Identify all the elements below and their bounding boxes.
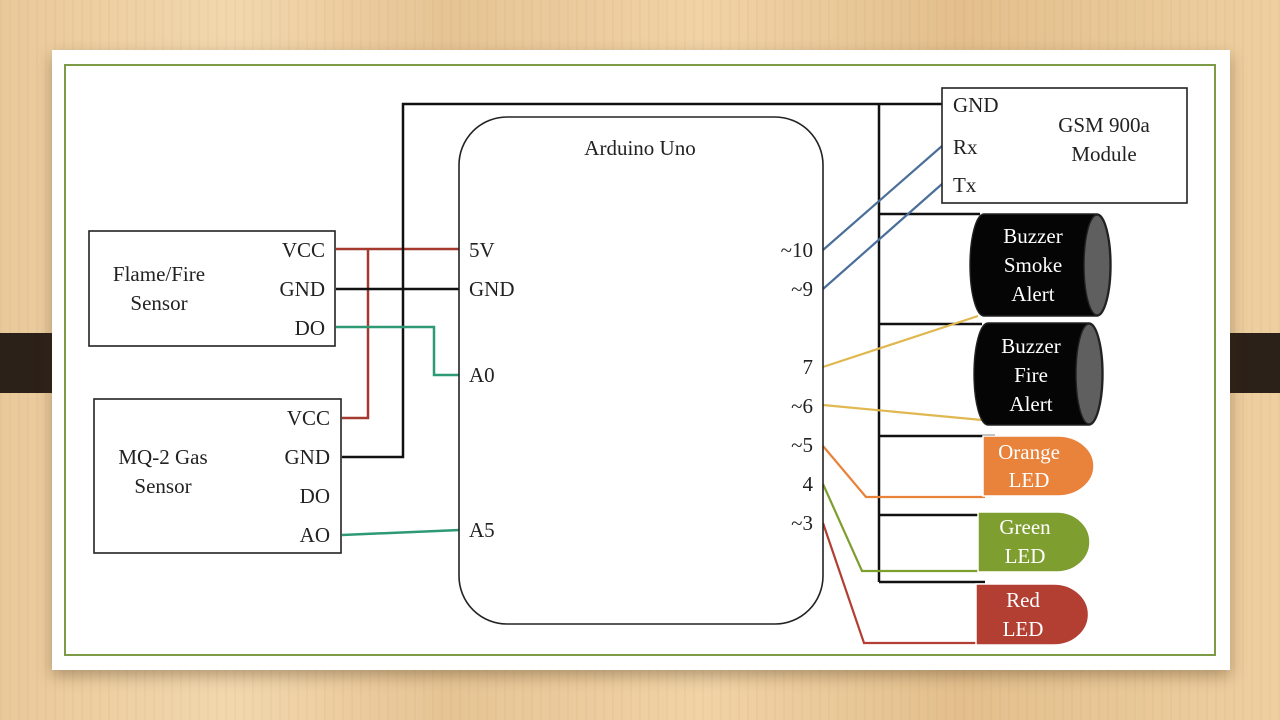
arduino-pin-gnd: GND [469,277,515,301]
wire-pin7-to-buzzer-smoke [822,314,979,369]
red-led: Red LED [975,583,1090,646]
red-led-body [975,583,1090,646]
orange-led-label-1: Orange [998,440,1060,464]
arduino-pin-9: ~9 [791,277,813,301]
buzzer-fire-alert: Buzzer Fire Alert [973,322,1104,426]
wire-flame-do-to-a0 [336,325,460,377]
diagram-frame [64,64,1216,656]
wire-pin9-to-tx [822,183,943,290]
gas-pin-ao: AO [300,523,330,547]
arduino-pin-a5: A5 [469,518,495,542]
buzzer-smoke-alert: Buzzer Smoke Alert [969,213,1112,317]
flame-pin-do: DO [295,316,325,340]
orange-led: Orange LED [982,435,1095,497]
gsm-module: GND Rx Tx GSM 900a Module [941,87,1188,204]
gsm-name-2: Module [1071,142,1136,166]
gas-sensor-box [93,398,342,554]
gsm-name-1: GSM 900a [1058,113,1150,137]
wire-pin5-to-orange-led [822,445,985,499]
wire-pin6-to-buzzer-fire [822,403,983,422]
wire-gas-vcc-to-5v [342,249,370,420]
buzzer-smoke-body [969,213,1112,317]
arduino-pin-3: ~3 [791,511,813,535]
arduino-pin-4: 4 [803,472,814,496]
gas-sensor-name-2: Sensor [134,474,191,498]
buzzer-fire-label-2: Fire [1014,363,1048,387]
red-led-label-1: Red [1006,588,1040,612]
flame-sensor-name-2: Sensor [130,291,187,315]
buzzer-fire-label-1: Buzzer [1001,334,1060,358]
buzzer-wires [822,314,983,422]
buzzer-fire-body [973,322,1104,426]
green-led-label-2: LED [1005,544,1046,568]
orange-led-body [982,435,1095,497]
flame-pin-vcc: VCC [282,238,325,262]
arduino-pin-a0: A0 [469,363,495,387]
gas-pin-do: DO [300,484,330,508]
flame-sensor-name-1: Flame/Fire [113,262,205,286]
green-led-body [977,511,1091,573]
arduino-pin-7: 7 [803,355,814,379]
arduino-title: Arduino Uno [584,136,695,160]
gas-pin-gnd: GND [285,445,331,469]
wire-gas-ao-to-a5 [341,528,461,537]
signal-wires [336,325,461,537]
wire-pin10-to-rx [822,145,943,251]
orange-led-label-2: LED [1009,468,1050,492]
ground-wires [336,102,995,584]
red-led-label-2: LED [1003,617,1044,641]
wire-pin4-to-green-led [821,483,978,573]
gsm-module-box [941,87,1188,204]
gas-sensor: MQ-2 Gas Sensor VCC GND DO AO [93,398,342,554]
wire-gas-gnd-bus [342,102,942,459]
buzzer-smoke-face [1083,214,1111,316]
arduino-uno: Arduino Uno 5V GND A0 A5 ~10 ~9 7 ~6 ~5 … [458,116,824,625]
buzzer-fire-face [1075,323,1103,425]
serial-wires [822,145,943,290]
arduino-board [458,116,824,625]
gas-sensor-name-1: MQ-2 Gas [118,445,207,469]
flame-pin-gnd: GND [280,277,326,301]
buzzer-smoke-label-3: Alert [1011,282,1054,306]
power-wires [336,247,460,420]
buzzer-smoke-label-1: Buzzer [1003,224,1062,248]
arduino-pin-10: ~10 [781,238,813,262]
gas-pin-vcc: VCC [287,406,330,430]
gsm-pin-tx: Tx [953,173,977,197]
arduino-pin-6: ~6 [791,394,813,418]
gsm-pin-rx: Rx [953,135,978,159]
wire-pin3-to-red-led [821,522,978,645]
green-led-label-1: Green [999,515,1051,539]
flame-sensor: Flame/Fire Sensor VCC GND DO [88,230,336,347]
flame-sensor-box [88,230,336,347]
green-led: Green LED [977,511,1091,573]
arduino-pin-5v: 5V [469,238,495,262]
gsm-pin-gnd: GND [953,93,999,117]
arduino-pin-5: ~5 [791,433,813,457]
buzzer-smoke-label-2: Smoke [1004,253,1062,277]
buzzer-fire-label-3: Alert [1009,392,1052,416]
